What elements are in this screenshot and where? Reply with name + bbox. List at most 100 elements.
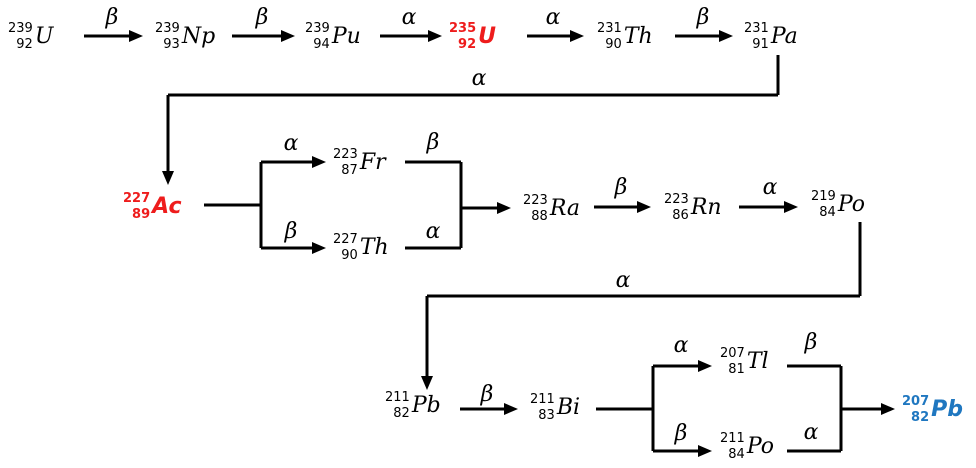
atomic-number: 87	[341, 163, 358, 178]
arrow-u235-th231-head	[570, 30, 584, 42]
atomic-number: 93	[163, 37, 180, 52]
arrow-bi211-tl207-head	[698, 360, 712, 372]
mass-number: 211	[385, 390, 410, 405]
mass-number: 211	[530, 392, 555, 407]
element-symbol: Pa	[770, 24, 798, 49]
decay-mode-label: β	[426, 130, 440, 155]
atomic-number: 90	[605, 37, 622, 52]
decay-mode-label: α	[283, 131, 299, 156]
mass-number: 223	[664, 192, 689, 207]
atomic-number: 91	[752, 37, 769, 52]
element-symbol: Np	[181, 24, 216, 49]
decay-mode-label: α	[762, 175, 778, 200]
element-symbol: U	[34, 24, 54, 49]
element-symbol: Rn	[690, 195, 722, 220]
mass-number: 231	[597, 21, 622, 36]
arrow-rn223-po219-head	[784, 201, 798, 213]
arrow-to-ra223-head	[497, 202, 511, 214]
mass-number: 223	[523, 193, 548, 208]
arrow-to-pb211-head	[421, 376, 433, 390]
element-symbol: Pb	[411, 393, 441, 418]
arrow-ac227-th227-head	[312, 242, 326, 254]
atomic-number: 90	[341, 248, 358, 263]
element-symbol: Fr	[359, 150, 386, 175]
mass-number: 227	[333, 232, 358, 247]
decay-mode-label: α	[803, 420, 819, 445]
arrow-bi211-po211-head	[698, 445, 712, 457]
decay-mode-label: β	[255, 5, 269, 30]
atomic-number: 84	[728, 447, 745, 462]
decay-mode-label: α	[401, 5, 417, 30]
arrow-th231-pa231-head	[719, 30, 733, 42]
mass-number: 223	[333, 147, 358, 162]
atomic-number: 86	[672, 208, 689, 223]
element-symbol: Th	[359, 235, 389, 260]
mass-number: 239	[8, 21, 33, 36]
mass-number: 239	[305, 21, 330, 36]
atomic-number: 82	[911, 410, 930, 425]
atomic-number: 92	[458, 37, 477, 52]
arrow-ra223-rn223-head	[637, 201, 651, 213]
decay-mode-label: β	[696, 5, 710, 30]
atomic-number: 94	[313, 37, 330, 52]
arrow-pb211-bi211-head	[504, 403, 518, 415]
mass-number: 227	[123, 191, 151, 206]
mass-number: 207	[720, 346, 745, 361]
element-symbol: Pu	[331, 24, 361, 49]
element-symbol: Th	[623, 24, 653, 49]
decay-mode-label: α	[545, 5, 561, 30]
element-symbol: Ac	[152, 194, 182, 219]
mass-number: 207	[902, 394, 930, 409]
atomic-number: 88	[531, 209, 548, 224]
arrow-np239-pu239-head	[281, 30, 295, 42]
arrow-pu239-u235-head	[428, 30, 442, 42]
atomic-number: 89	[132, 207, 151, 222]
element-symbol: Bi	[556, 395, 581, 420]
atomic-number: 92	[16, 37, 33, 52]
element-symbol: Tl	[746, 349, 769, 374]
arrow-to-ac227-head	[162, 171, 174, 185]
mass-number: 231	[744, 21, 769, 36]
element-symbol: Pb	[931, 397, 964, 422]
decay-mode-label: β	[105, 5, 119, 30]
element-symbol: Po	[746, 434, 774, 459]
atomic-number: 81	[728, 362, 745, 377]
atomic-number: 82	[393, 406, 410, 421]
arrow-to-pb207-head	[881, 403, 895, 415]
element-symbol: Ra	[549, 196, 581, 221]
decay-mode-label: α	[425, 219, 441, 244]
decay-mode-label: β	[674, 421, 688, 446]
decay-mode-label: α	[673, 333, 689, 358]
arrow-ac227-fr223-head	[312, 156, 326, 168]
decay-mode-label: α	[615, 268, 631, 293]
mass-number: 235	[449, 21, 477, 36]
decay-mode-label: β	[804, 330, 818, 355]
decay-mode-label: α	[471, 66, 487, 91]
mass-number: 219	[811, 189, 836, 204]
mass-number: 211	[720, 431, 745, 446]
decay-mode-label: β	[480, 382, 494, 407]
atomic-number: 84	[819, 205, 836, 220]
arrow-u239-np239-head	[129, 30, 143, 42]
element-symbol: Po	[837, 192, 865, 217]
atomic-number: 83	[538, 408, 555, 423]
element-symbol: U	[478, 24, 497, 49]
decay-mode-label: β	[614, 175, 628, 200]
mass-number: 239	[155, 21, 180, 36]
